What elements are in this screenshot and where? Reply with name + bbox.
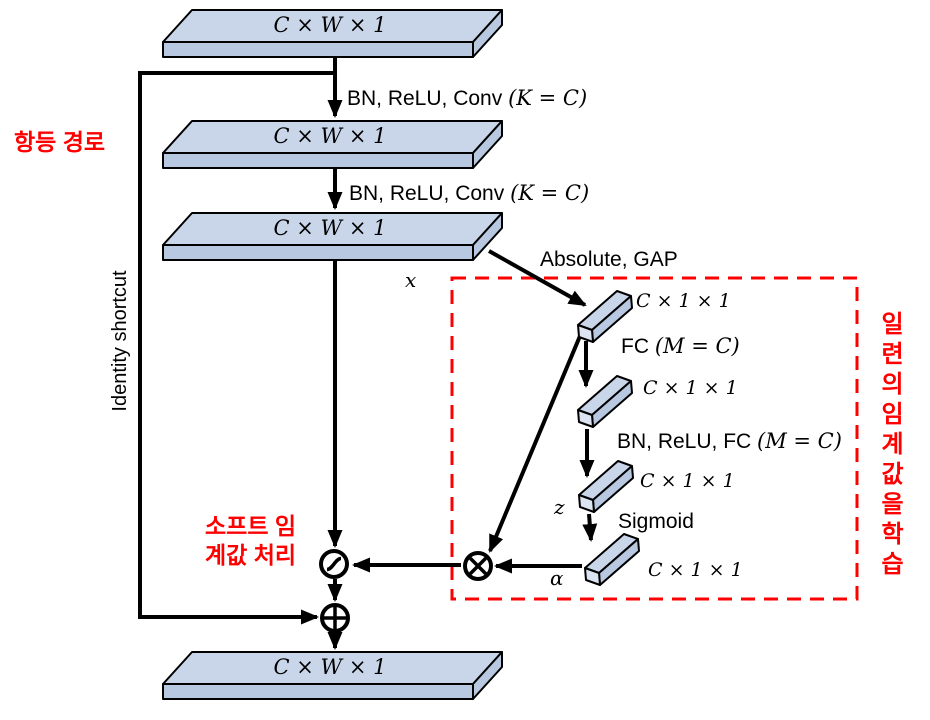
bn-relu-fc-math: (M = C)	[757, 429, 842, 453]
slab-output	[162, 651, 503, 700]
soft-threshold-korean-line1: 소프트 임	[205, 513, 297, 539]
soft-threshold-node	[319, 549, 349, 579]
variable-alpha: α	[550, 566, 564, 590]
slab1-dim-label: C × W × 1	[273, 13, 387, 37]
add-node	[320, 603, 350, 633]
bn-relu-fc-label: BN, ReLU, FC (M = C)	[617, 429, 842, 454]
conv1-label: BN, ReLU, Conv (K = C)	[347, 86, 587, 111]
conv1-text: BN, ReLU, Conv	[347, 87, 509, 110]
slab-after-conv2	[162, 212, 503, 261]
vector4-dim-label: C × 1 × 1	[648, 559, 743, 581]
absolute-gap-label: Absolute, GAP	[540, 248, 678, 271]
slab-after-conv1	[162, 120, 503, 169]
identity-shortcut-line	[138, 71, 335, 625]
fc-label: FC (M = C)	[621, 334, 740, 359]
rod-gap-output	[577, 290, 633, 343]
rod-alpha	[584, 533, 640, 586]
rod-fc-output	[577, 375, 633, 428]
vector3-dim-label: C × 1 × 1	[640, 470, 735, 492]
fc-text: FC	[621, 335, 655, 358]
arrow-gap-to-multiply	[488, 335, 582, 553]
slab4-dim-label: C × W × 1	[273, 655, 387, 679]
slab3-dim-label: C × W × 1	[273, 216, 387, 240]
slab-input	[162, 9, 503, 58]
soft-threshold-korean-line2: 계값 처리	[205, 542, 297, 568]
fc-math: (M = C)	[654, 334, 740, 358]
sigmoid-label: Sigmoid	[618, 510, 694, 533]
conv2-label: BN, ReLU, Conv (K = C)	[349, 181, 589, 206]
variable-z: z	[554, 495, 565, 519]
soft-threshold-korean-label: 소프트 임 계값 처리	[205, 512, 296, 570]
threshold-subnetwork-dashed-box	[450, 276, 859, 601]
conv1-math: (K = C)	[508, 86, 588, 110]
multiply-node	[463, 551, 493, 581]
arrow-absolute-gap	[488, 249, 587, 307]
vector2-dim-label: C × 1 × 1	[643, 377, 738, 399]
vector1-dim-label: C × 1 × 1	[636, 290, 731, 312]
identity-path-korean-label: 항등 경로	[14, 129, 106, 155]
conv2-math: (K = C)	[510, 181, 590, 205]
arrow-sigmoid	[582, 513, 598, 542]
conv2-text: BN, ReLU, Conv	[349, 182, 511, 205]
bn-relu-fc-text: BN, ReLU, FC	[617, 430, 758, 453]
learn-thresholds-korean-label: 일련의임계값을학습	[876, 311, 903, 581]
slab2-dim-label: C × W × 1	[273, 124, 387, 148]
identity-shortcut-label: Identity shortcut	[109, 270, 131, 412]
rod-z	[578, 460, 634, 513]
variable-x: x	[405, 268, 417, 292]
